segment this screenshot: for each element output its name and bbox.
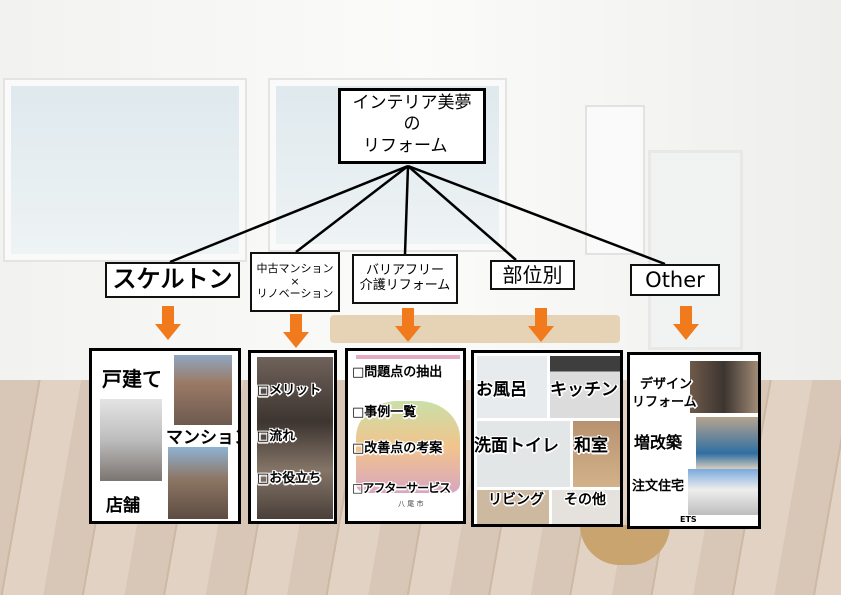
card-used-mansion[interactable]: □メリット □流れ □お役立ち (248, 350, 337, 524)
category-barrier-free[interactable]: バリアフリー 介護リフォーム (352, 254, 458, 304)
card-label[interactable]: □改善点の考案 (352, 441, 443, 456)
card-label[interactable]: 店舗 (106, 496, 140, 516)
connector-line (295, 165, 409, 253)
background-table (330, 315, 620, 343)
mansion-photo (168, 447, 228, 519)
card-barrier-free[interactable]: □問題点の抽出 □事例一覧 □改善点の考案 □アフターサービス 八 尾 市 (345, 348, 466, 524)
card-label[interactable]: マンション (166, 428, 238, 448)
connector-line (403, 165, 410, 255)
background-window (5, 80, 245, 260)
title-line: リフォーム (363, 135, 448, 156)
japanese-room-photo (573, 421, 620, 487)
arrow-down-icon (673, 306, 699, 340)
arrow-down-icon (395, 308, 421, 342)
card-label[interactable]: □問題点の抽出 (352, 365, 443, 380)
category-used-mansion-renovation[interactable]: 中古マンション × リノベーション (250, 252, 340, 312)
category-line: 介護リフォーム (359, 278, 451, 293)
category-by-part[interactable]: 部位別 (490, 260, 575, 290)
category-line: バリアフリー (365, 263, 444, 279)
card-label[interactable]: 戸建て (102, 367, 162, 391)
other-photo (552, 490, 620, 524)
card-label[interactable]: デザイン (640, 377, 693, 392)
card-caption: ETS (680, 515, 697, 524)
house-photo (174, 355, 232, 425)
card-label[interactable]: □アフターサービス (352, 481, 451, 495)
background-cabinet (648, 150, 743, 350)
category-line: 中古マンション (256, 262, 334, 276)
card-label[interactable]: □流れ (257, 429, 296, 444)
card-label[interactable]: お風呂 (476, 380, 527, 400)
interior-photo (257, 357, 333, 519)
kitchen-photo (550, 356, 620, 418)
connector-line (169, 164, 409, 264)
root-title-box: インテリア美夢 の リフォーム (338, 88, 486, 164)
arrow-down-icon (283, 314, 309, 348)
card-label[interactable]: キッチン (550, 380, 618, 400)
card-by-part[interactable]: お風呂 キッチン 洗面トイレ 和室 リビング その他 (471, 350, 623, 527)
design-photo (690, 361, 758, 413)
store-photo (100, 399, 162, 481)
custom-home-photo (688, 469, 758, 515)
card-label[interactable]: 増改築 (634, 433, 683, 452)
card-label[interactable]: リフォーム (632, 395, 697, 410)
bath-photo (477, 356, 547, 418)
connector-line (407, 164, 666, 266)
card-label[interactable]: 注文住宅 (632, 479, 685, 494)
title-line: の (403, 114, 421, 135)
card-label[interactable]: リビング (488, 492, 544, 508)
card-other[interactable]: デザイン リフォーム 増改築 注文住宅 ETS (627, 352, 761, 529)
card-label[interactable]: □お役立ち (257, 471, 322, 486)
category-line: × (290, 274, 300, 288)
brochure-caption: 八 尾 市 (398, 500, 424, 508)
category-other[interactable]: Other (630, 264, 720, 296)
extension-photo (696, 417, 758, 469)
arrow-down-icon (155, 306, 181, 340)
card-skeleton[interactable]: 戸建て マンション 店舗 (89, 348, 241, 524)
washroom-photo (477, 421, 570, 487)
category-skeleton[interactable]: スケルトン (105, 262, 240, 298)
background-cabinet (585, 105, 645, 255)
card-label[interactable]: その他 (564, 492, 606, 508)
card-label[interactable]: 洗面トイレ (474, 436, 559, 456)
arrow-down-icon (528, 308, 554, 342)
brochure-header (356, 355, 460, 359)
title-line: インテリア美夢 (352, 93, 472, 113)
card-label[interactable]: 和室 (574, 436, 608, 456)
connector-line (407, 165, 517, 261)
living-photo (477, 490, 549, 524)
card-label[interactable]: □事例一覧 (352, 405, 417, 420)
card-label[interactable]: □メリット (257, 383, 322, 398)
brochure-illustration (356, 401, 460, 493)
category-line: リノベーション (256, 287, 334, 301)
